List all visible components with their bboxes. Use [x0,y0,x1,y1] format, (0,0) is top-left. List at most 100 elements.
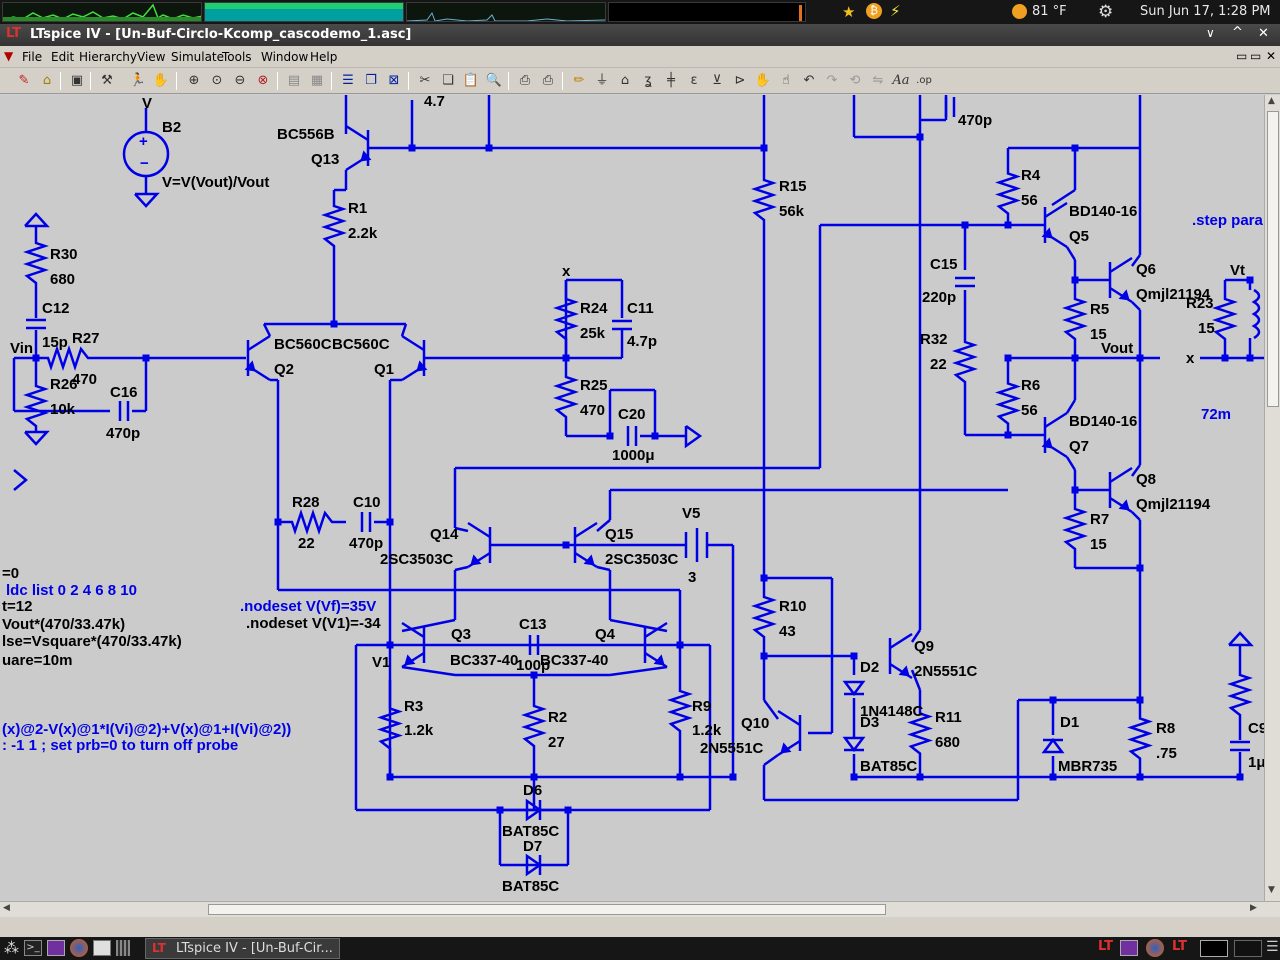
halt-icon[interactable]: ✋ [152,73,170,88]
zoom-out-icon[interactable]: ⊖ [234,73,246,88]
zoom-fit-icon[interactable]: ⊗ [257,73,269,88]
spice-directive: t=12 [2,598,32,615]
undo-icon[interactable]: ↶ [803,73,815,88]
menu-simulate[interactable]: Simulate [171,50,225,64]
document-icon[interactable]: ▼ [4,49,14,63]
junction [1049,773,1057,781]
window-close-icon[interactable]: ✕ [1258,26,1269,41]
autorange-icon[interactable]: ▤ [287,73,301,88]
paste-icon[interactable]: 📋 [462,73,480,88]
transistor-collector [1109,466,1133,484]
redo-icon[interactable]: ↷ [826,73,838,88]
find-icon[interactable]: 🔍 [485,73,503,88]
tile-horizontal-icon[interactable]: ☰ [342,73,354,88]
transistor-collector [345,124,369,142]
taskbar-window-button[interactable]: LT LTspice IV - [Un-Buf-Cir... [145,938,340,959]
draw-wire-icon[interactable]: ✏ [573,73,585,88]
doc-close-icon[interactable]: ✕ [1266,49,1277,63]
label-c10: C10 [353,494,381,511]
label-1n4148c: 1N4148C [860,703,924,720]
lightning-icon[interactable]: ⚡ [890,2,901,20]
settings-gear-icon[interactable]: ⚙ [1098,2,1114,22]
diode-icon[interactable]: ⊻ [712,73,722,88]
scroll-right-icon[interactable]: ▶ [1250,903,1257,913]
weather-temp[interactable]: 81 °F [1032,4,1067,19]
cut-icon[interactable]: ✂ [419,73,431,88]
menu-edit[interactable]: Edit [51,50,75,64]
move-hand-icon[interactable]: ✋ [754,73,772,88]
save-icon[interactable]: ▣ [70,73,84,88]
window-menu-chevron-icon[interactable]: ∨ [1206,26,1215,40]
workspace-switcher[interactable] [1200,940,1228,957]
label-220p: 220p [922,289,956,306]
scroll-up-icon[interactable]: ▲ [1268,96,1275,106]
menu-window[interactable]: Window [261,50,309,64]
zoom-in-icon[interactable]: ⊕ [188,73,200,88]
files-icon[interactable] [93,940,111,956]
run-icon[interactable]: 🏃 [129,73,147,88]
doc-restore-icon[interactable]: ▭ [1236,49,1248,63]
terminal-icon[interactable]: >_ [24,940,42,956]
capacitor-icon[interactable]: ╪ [667,73,675,88]
mirror-icon[interactable]: ⇋ [872,73,884,88]
print-icon[interactable]: ⎙ [542,73,554,88]
toolbar-separator [277,72,278,90]
wire [1130,464,1142,477]
tray-firefox-icon[interactable] [1146,939,1164,957]
menu-tools[interactable]: Tools [222,50,252,64]
menu-view[interactable]: View [137,50,166,64]
window-restore-icon[interactable]: ^ [1232,25,1243,40]
junction [760,574,768,582]
label-c12: C12 [42,300,70,317]
calculator-icon[interactable] [116,940,130,956]
close-windows-icon[interactable]: ⊠ [388,73,400,88]
label-75: .75 [1156,745,1177,762]
control-panel-icon[interactable]: ⚒ [101,73,113,88]
clock[interactable]: Sun Jun 17, 1:28 PM [1140,4,1271,19]
drag-hand-icon[interactable]: ☝ [782,73,790,88]
window-titlebar[interactable]: LT LTspice IV - [Un-Buf-Circlo-Kcomp_cas… [0,24,1280,46]
label-net-icon[interactable]: ⌂ [620,73,630,88]
resistor-icon[interactable]: ʓ [644,73,652,88]
horizontal-scroll-thumb[interactable] [208,904,886,915]
rotate-icon[interactable]: ⟲ [849,73,861,88]
scroll-left-icon[interactable]: ◀ [3,903,10,913]
firefox-icon[interactable] [70,939,88,957]
ground-icon[interactable]: ⏚ [595,73,609,88]
zoom-pan-icon[interactable]: ⊙ [211,73,223,88]
bitcoin-icon[interactable]: ₿ [866,3,882,19]
inductor-icon[interactable]: ε [690,73,698,88]
print-setup-icon[interactable]: ⎙ [519,73,531,88]
label-v-v-vout-vout: V=V(Vout)/Vout [162,174,269,191]
label-q9: Q9 [914,638,934,655]
open-icon[interactable]: ⌂ [42,73,52,88]
editor-icon[interactable] [47,940,65,956]
star-icon[interactable]: ★ [842,3,856,21]
menu-file[interactable]: File [22,50,43,64]
doc-maximize-icon[interactable]: ▭ [1250,49,1262,63]
copy-icon[interactable]: ❏ [442,73,454,88]
menu-help[interactable]: Help [310,50,338,64]
workspace-switcher-2[interactable] [1234,940,1262,957]
show-desktop-icon[interactable]: ☰ [1266,939,1279,955]
tray-ltspice-icon[interactable]: LT [1172,939,1187,954]
new-schematic-icon[interactable]: ✎ [18,73,30,88]
apps-menu-icon[interactable]: ⁂ [4,939,19,957]
vertical-scrollbar[interactable]: ▲ ▼ [1264,95,1280,901]
grid-icon[interactable]: ▦ [310,73,324,88]
transistor-arrow [898,665,910,677]
label-r3: R3 [404,698,423,715]
cascade-icon[interactable]: ❐ [365,73,377,88]
scroll-down-icon[interactable]: ▼ [1268,885,1275,895]
label-25k: 25k [580,325,606,342]
text-icon[interactable]: Aa [892,73,910,88]
spice-directive-icon[interactable]: .op [916,75,932,86]
tray-editor-icon[interactable] [1120,940,1138,956]
vertical-scroll-thumb[interactable] [1267,111,1279,407]
horizontal-scrollbar[interactable]: ◀ ▶ [0,901,1280,917]
menu-hierarchy[interactable]: Hierarchy [79,50,138,64]
taskbar-window-label: LTspice IV - [Un-Buf-Cir... [176,941,333,956]
component-icon[interactable]: ⊳ [734,73,746,88]
ltspice-tray-icon[interactable]: LT [1098,939,1113,954]
